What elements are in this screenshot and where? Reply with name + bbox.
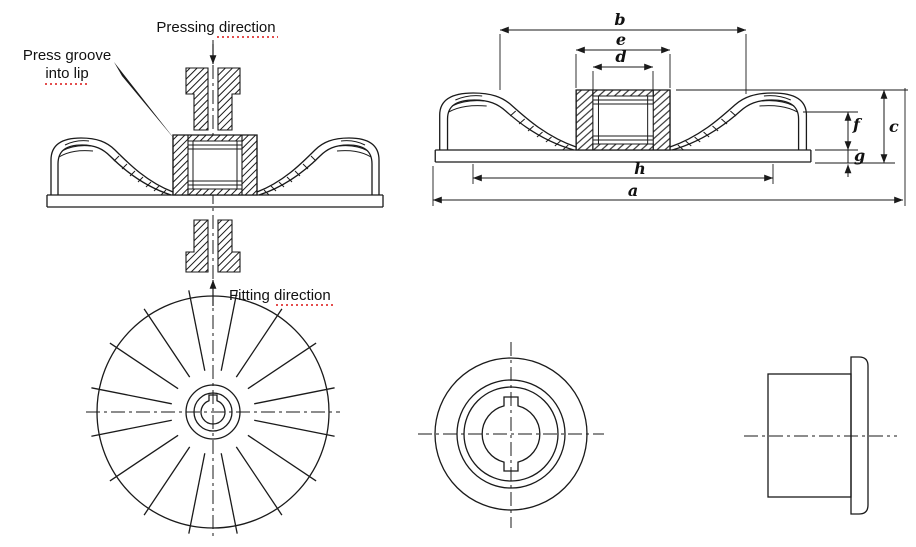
fan-blade-line [254,387,335,405]
hub-inner-circle [193,392,233,432]
leader-wedge [114,62,176,141]
dimension-lines [432,26,904,204]
fan-blade-line [247,434,317,482]
dim-label-h: h [634,159,646,178]
fan-blade-line [109,434,179,482]
fan-blade-line [91,387,172,405]
hub-step-circle [456,379,566,489]
fan-blade-line [109,342,179,390]
upper-punch-right [217,67,241,131]
dim-label-a: a [628,181,638,200]
pressing-view: Pressing direction Press groove into lip… [23,19,383,540]
hub-face-view [418,342,604,528]
fan-blade-line [188,290,206,371]
bore-with-keyway [200,394,226,425]
upper-punch-left [185,67,209,131]
pressing-direction-label: Pressing direction [156,19,275,36]
fan-front-view [86,290,340,534]
dim-label-d: d [615,47,626,66]
fan-blade-line [188,453,206,534]
fan-blade-line [235,446,283,516]
fan-section-pressing [47,135,383,207]
fan-blade-line [220,290,238,371]
dimensioned-view: b e d c f g h a [432,10,908,206]
press-groove-label-line1: Press groove [23,47,111,64]
fan-blade-line [91,419,172,437]
dim-label-e: e [616,30,626,49]
lower-die-right [217,219,241,273]
dim-label-g: g [854,146,865,165]
dim-label-b: b [614,10,625,29]
fan-blade-line [220,453,238,534]
fan-outer-rim-circle [96,295,330,529]
hub-outer-diameter-circle [434,357,588,511]
fan-blades [91,290,335,534]
fitting-direction-label: Fitting direction [229,287,331,304]
hub-side-view [744,356,897,515]
dimension-labels: b e d c f g h a [614,10,899,200]
dim-label-f: f [852,115,863,134]
hub-outer-circle [185,384,241,440]
bushing-flange [850,356,869,515]
fan-blade-line [254,419,335,437]
fan-section-dimensioned [435,90,811,162]
press-groove-label-line2: into lip [45,65,88,82]
hub-step-inner-circle [463,386,559,482]
dim-label-c: c [889,117,899,136]
bore-with-keyways [481,396,541,472]
fan-blade-line [235,308,283,378]
fan-blade-line [143,308,191,378]
lower-die-left [185,219,209,273]
fan-blade-line [143,446,191,516]
fan-blade-line [247,342,317,390]
